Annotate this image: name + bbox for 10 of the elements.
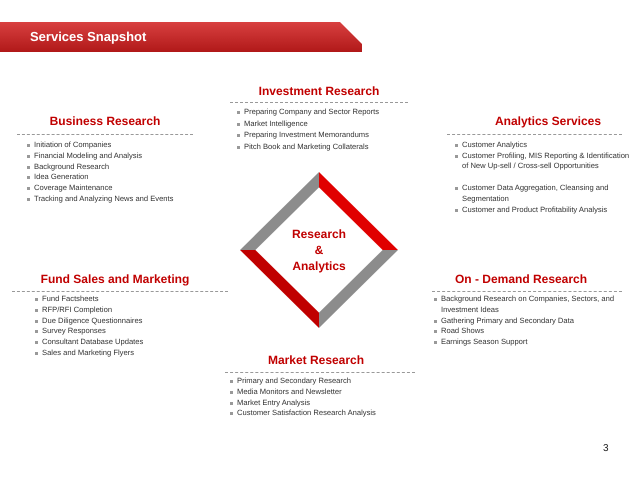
diamond-frame <box>240 172 398 328</box>
section-heading: Business Research <box>50 114 160 128</box>
section-heading: Fund Sales and Marketing <box>40 272 190 286</box>
title-banner: Services Snapshot <box>0 22 362 52</box>
section-heading: Market Research <box>268 353 364 367</box>
section-heading: Analytics Services <box>494 114 602 128</box>
node-label: Research & Analytics <box>290 226 348 274</box>
page-number: 3 <box>603 443 609 454</box>
section-heading: Investment Research <box>258 84 380 98</box>
section-heading: On - Demand Research <box>454 272 588 286</box>
